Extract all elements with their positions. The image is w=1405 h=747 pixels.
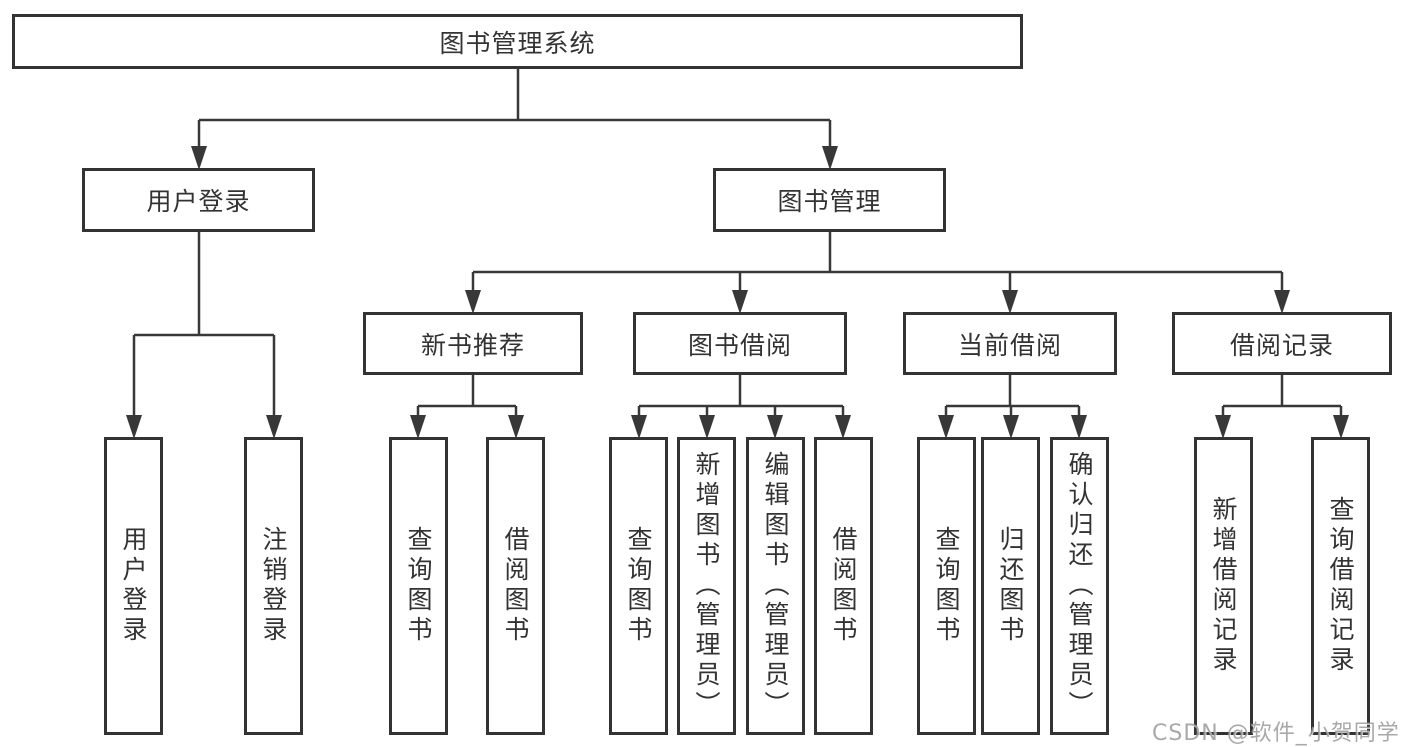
leaf-query-borrow-record: 查询借阅记录 — [1311, 437, 1370, 735]
node-book-borrowing-label: 图书借阅 — [687, 330, 792, 360]
leaf-edit-book-admin: 编辑图书（管理员） — [746, 437, 805, 735]
leaf-logout-label: 注销登录 — [259, 526, 288, 646]
connector-root-to-level2 — [197, 69, 832, 166]
leaf-borrow-books-recommend: 借阅图书 — [486, 437, 545, 735]
node-new-book-recommend: 新书推荐 — [363, 312, 583, 375]
node-current-borrowing-label: 当前借阅 — [957, 330, 1062, 360]
leaf-logout: 注销登录 — [244, 437, 303, 735]
connector-records-to-leaves — [1221, 375, 1343, 434]
leaf-edit-book-admin-label: 编辑图书（管理员） — [761, 451, 790, 721]
node-borrow-records: 借阅记录 — [1172, 312, 1392, 375]
node-new-book-recommend-label: 新书推荐 — [420, 330, 525, 360]
arrowheads — [126, 146, 1349, 439]
node-current-borrowing: 当前借阅 — [903, 312, 1117, 375]
leaf-confirm-return-admin-label: 确认归还（管理员） — [1065, 451, 1094, 721]
leaf-user-login: 用户登录 — [104, 437, 163, 735]
leaf-query-books-borrowing-label: 查询图书 — [624, 526, 653, 646]
node-root: 图书管理系统 — [12, 14, 1023, 69]
leaf-query-books-borrowing: 查询图书 — [609, 437, 668, 735]
node-borrow-records-label: 借阅记录 — [1229, 330, 1334, 360]
node-book-management: 图书管理 — [713, 168, 946, 232]
connector-borrowing-to-leaves — [637, 375, 845, 434]
leaf-add-book-admin-label: 新增图书（管理员） — [692, 451, 721, 721]
connector-bookmgmt-to-level3 — [471, 232, 1284, 309]
leaf-query-books-current-label: 查询图书 — [932, 526, 961, 646]
csdn-watermark: CSDN @软件_小贺同学 — [1152, 721, 1400, 746]
leaf-borrow-books-recommend-label: 借阅图书 — [501, 526, 530, 646]
leaf-add-book-admin: 新增图书（管理员） — [677, 437, 736, 735]
leaf-query-books-recommend-label: 查询图书 — [404, 526, 433, 646]
node-user-login: 用户登录 — [82, 168, 315, 232]
leaf-add-borrow-record-label: 新增借阅记录 — [1209, 496, 1238, 676]
leaf-user-login-label: 用户登录 — [119, 526, 148, 646]
leaf-return-book: 归还图书 — [981, 437, 1040, 735]
node-book-borrowing: 图书借阅 — [633, 312, 847, 375]
leaf-borrow-books-borrowing-label: 借阅图书 — [829, 526, 858, 646]
node-book-management-label: 图书管理 — [777, 187, 882, 216]
leaf-query-books-current: 查询图书 — [917, 437, 976, 735]
leaf-confirm-return-admin: 确认归还（管理员） — [1050, 437, 1109, 735]
node-user-login-label: 用户登录 — [146, 187, 251, 216]
leaf-query-borrow-record-label: 查询借阅记录 — [1326, 496, 1355, 676]
leaf-return-book-label: 归还图书 — [996, 526, 1025, 646]
leaf-add-borrow-record: 新增借阅记录 — [1194, 437, 1253, 735]
leaf-borrow-books-borrowing: 借阅图书 — [814, 437, 873, 735]
leaf-query-books-recommend: 查询图书 — [389, 437, 448, 735]
connector-userlogin-to-leaves — [132, 232, 276, 434]
connector-recommend-to-leaves — [416, 375, 518, 434]
node-root-label: 图书管理系统 — [439, 28, 596, 58]
